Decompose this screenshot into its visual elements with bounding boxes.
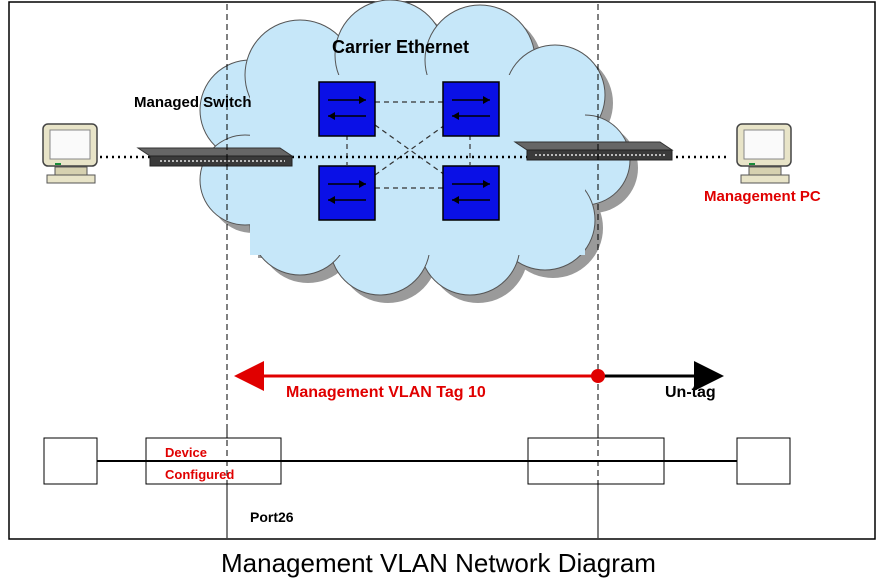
management-pc-label: Management PC: [704, 188, 821, 205]
diagram-frame: [8, 1, 876, 540]
managed-switch-left: [136, 147, 294, 167]
untag-label: Un-tag: [665, 384, 716, 401]
cloud-switch-boxes: [318, 81, 500, 221]
cloud-mesh-links: [346, 101, 471, 189]
device-configured-label-line2: Configured: [165, 467, 235, 482]
topology-node: [736, 437, 791, 485]
cloud-label: Carrier Ethernet: [332, 37, 470, 57]
cloud-switch-box: [442, 81, 500, 137]
device-configured-label-line1: Device: [165, 445, 207, 460]
diagram-caption: Management VLAN Network Diagram: [221, 548, 656, 578]
tag-boundary-dot: [591, 369, 605, 383]
managed-switch-right: [513, 141, 674, 161]
management-pc-icon: [736, 123, 792, 184]
cloud-switch-box: [318, 165, 376, 221]
managed-switch-label: Managed Switch: [134, 94, 252, 111]
vlan-tag-label: Management VLAN Tag 10: [286, 384, 486, 401]
topology-node: [43, 437, 98, 485]
pc-left-icon: [42, 123, 98, 184]
port-label: Port26: [250, 509, 294, 525]
cloud-switch-box: [318, 81, 376, 137]
cloud-body: [250, 75, 585, 255]
cloud-switch-box: [442, 165, 500, 221]
